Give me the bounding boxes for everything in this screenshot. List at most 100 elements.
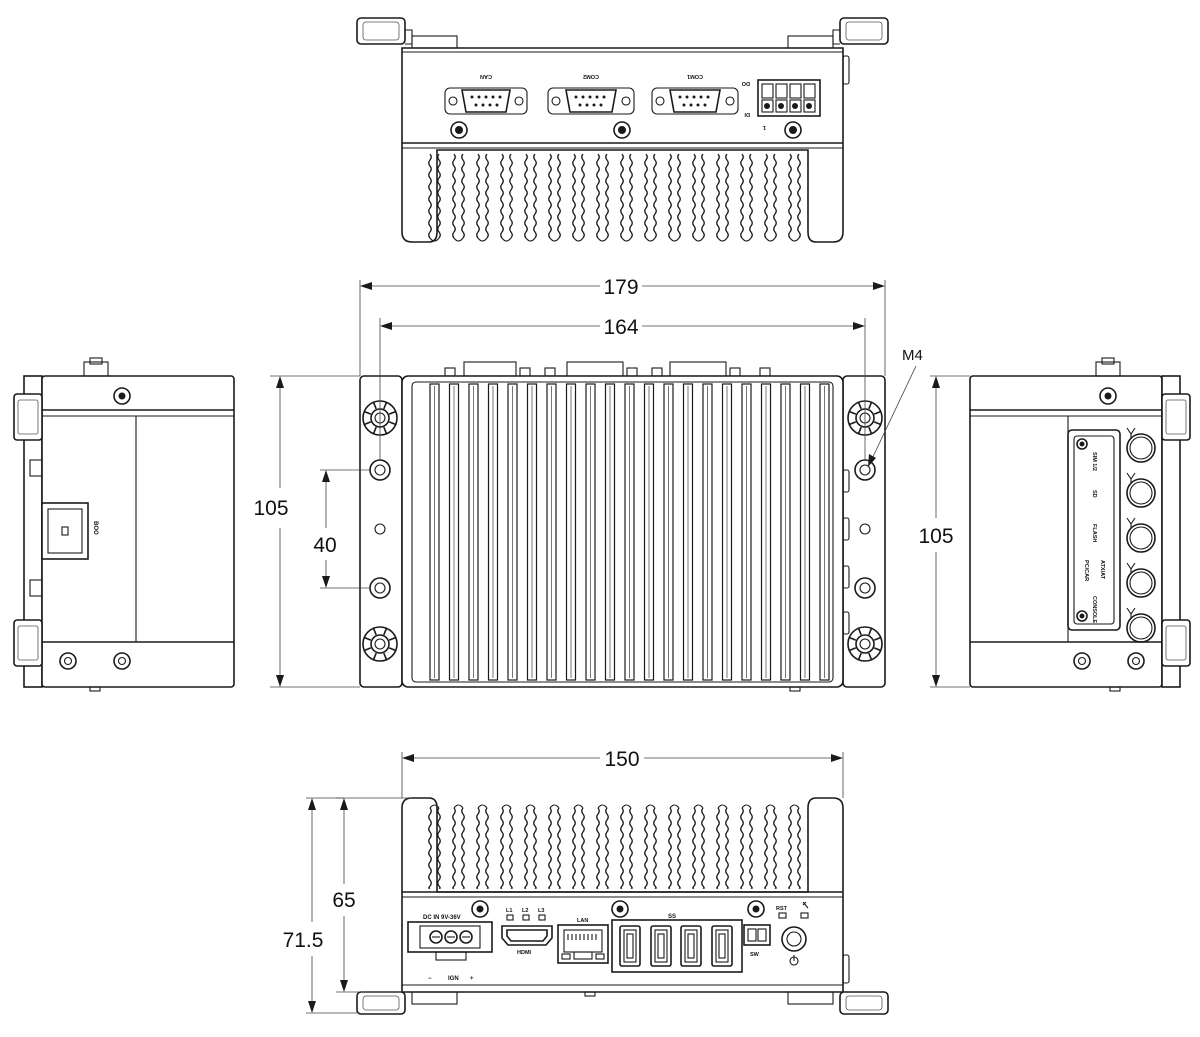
fin bbox=[476, 153, 489, 242]
fin bbox=[668, 153, 681, 242]
bottom-view-fins bbox=[428, 804, 801, 889]
led-l1-label: L1 bbox=[506, 908, 512, 914]
dim-65: 65 bbox=[332, 889, 355, 912]
rubber-mount bbox=[362, 626, 398, 662]
fin bbox=[500, 804, 513, 889]
fin bbox=[644, 153, 657, 242]
fin bbox=[452, 804, 465, 889]
heatsink-fin bbox=[546, 383, 557, 681]
hdmi-label: HDMI bbox=[517, 950, 532, 956]
bottom-view: DC IN 9V-36V − IGN + L1 L2 L3 bbox=[356, 797, 889, 1015]
heatsink-fin bbox=[526, 383, 538, 681]
fin bbox=[476, 804, 489, 889]
top-view-screws bbox=[450, 121, 802, 139]
fin bbox=[548, 804, 561, 889]
dc-plus-label: + bbox=[470, 976, 474, 982]
heatsink-fin bbox=[682, 383, 694, 681]
fin bbox=[524, 804, 537, 889]
heatsink-fin bbox=[624, 383, 635, 681]
fin bbox=[596, 804, 609, 889]
usb-port bbox=[650, 925, 672, 967]
heatsink-fin bbox=[604, 383, 616, 681]
fin bbox=[548, 153, 561, 242]
do-label: DO bbox=[741, 80, 750, 86]
fin bbox=[692, 804, 705, 889]
heatsink-fin bbox=[507, 383, 518, 681]
heatsink-fin bbox=[565, 383, 577, 681]
right-side-view: SIM 1/2 SD FLASH PC/CAR ATX/AT CONSOLE bbox=[969, 357, 1191, 692]
flash-label: FLASH bbox=[1091, 524, 1097, 542]
antenna-port bbox=[1126, 607, 1156, 643]
fin bbox=[428, 153, 441, 242]
usb-port bbox=[619, 925, 641, 967]
com2-label: COM2 bbox=[583, 73, 599, 79]
fin bbox=[788, 804, 801, 889]
top-right-bracket bbox=[832, 17, 889, 45]
can-label: CAN bbox=[480, 73, 492, 79]
usb-port bbox=[711, 925, 733, 967]
dim-105-side: 105 bbox=[918, 525, 953, 548]
heatsink-fin bbox=[760, 383, 772, 681]
fin bbox=[572, 804, 585, 889]
sw-label: SW bbox=[750, 952, 760, 958]
heatsink-fin bbox=[585, 383, 596, 681]
fin bbox=[644, 804, 657, 889]
fin bbox=[500, 153, 513, 242]
antenna-port bbox=[1126, 427, 1156, 463]
fin bbox=[524, 153, 537, 242]
ign-label: IGN bbox=[448, 976, 459, 982]
fin bbox=[596, 153, 609, 242]
antenna-ports bbox=[1126, 427, 1156, 643]
fin bbox=[716, 153, 729, 242]
dim-179: 179 bbox=[603, 276, 638, 299]
dc-in-label: DC IN 9V-36V bbox=[423, 915, 461, 921]
front-body bbox=[401, 375, 844, 688]
atx-at-label: ATX/AT bbox=[1099, 560, 1105, 580]
heatsink-fin bbox=[702, 383, 713, 681]
dim-40: 40 bbox=[313, 534, 336, 557]
io-panel bbox=[1067, 429, 1121, 631]
hdmi-port: HDMI bbox=[501, 925, 553, 956]
fin bbox=[428, 804, 441, 889]
lan-port: LAN bbox=[557, 918, 609, 964]
front-view-fins bbox=[429, 383, 830, 681]
heatsink-fin bbox=[799, 383, 811, 681]
fin bbox=[668, 804, 681, 889]
heatsink-fin bbox=[780, 383, 791, 681]
com2-connector: COM2 bbox=[547, 73, 635, 115]
dc-minus-label: − bbox=[428, 976, 432, 982]
antenna-port bbox=[1126, 472, 1156, 508]
dim-164: 164 bbox=[603, 316, 638, 339]
di-label: DI bbox=[744, 111, 750, 117]
antenna-port bbox=[1126, 562, 1156, 598]
usb-port bbox=[680, 925, 702, 967]
m4-callout: M4 bbox=[902, 347, 923, 364]
heatsink-fin bbox=[663, 383, 674, 681]
rubber-mount bbox=[847, 626, 883, 662]
heatsink-fin bbox=[429, 383, 440, 681]
dim-105-front: 105 bbox=[253, 497, 288, 520]
can-connector: CAN bbox=[444, 73, 528, 115]
left-side-label: BOO bbox=[92, 521, 98, 535]
com1-connector: COM1 bbox=[651, 73, 739, 115]
rst-label: RST bbox=[776, 906, 788, 912]
top-view: CAN COM2 COM1 DO DI 1 bbox=[356, 17, 889, 243]
heatsink-fin bbox=[819, 383, 830, 681]
com1-label: COM1 bbox=[687, 73, 703, 79]
dim-150: 150 bbox=[604, 748, 639, 771]
usb-ports: SS bbox=[611, 914, 743, 973]
fin bbox=[740, 804, 753, 889]
fin bbox=[764, 804, 777, 889]
bottom-left-bracket bbox=[356, 991, 406, 1015]
antenna-port bbox=[1126, 517, 1156, 553]
heatsink-fin bbox=[741, 383, 752, 681]
pin1-label: 1 bbox=[763, 124, 766, 130]
fin bbox=[452, 153, 465, 242]
fin bbox=[692, 153, 705, 242]
fin bbox=[764, 153, 777, 242]
top-view-fins bbox=[428, 153, 801, 242]
console-label: CONSOLE bbox=[1091, 596, 1097, 624]
led-l2-label: L2 bbox=[522, 908, 528, 914]
status-leds: L1 L2 L3 bbox=[506, 908, 546, 921]
left-side-view: BOO bbox=[13, 357, 235, 692]
